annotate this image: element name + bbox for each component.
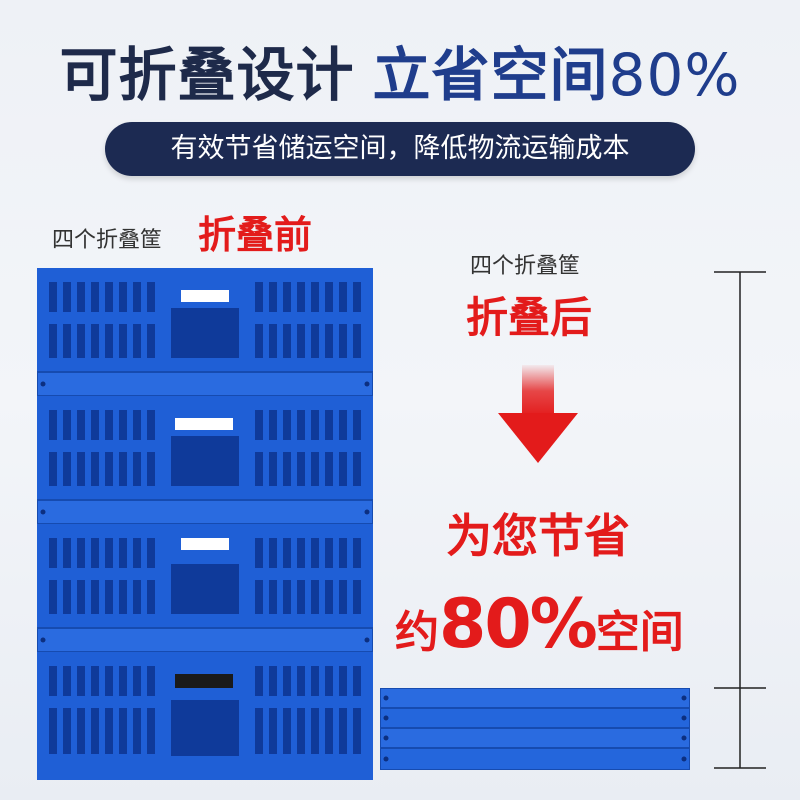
- crate-3: [37, 524, 373, 652]
- down-arrow-icon: [498, 365, 578, 465]
- dimension-bracket-icon: [710, 270, 770, 770]
- before-caption: 四个折叠筐: [52, 228, 163, 253]
- folded-crates: [379, 687, 691, 771]
- saving-line1: 为您节省: [446, 509, 630, 563]
- before-label: 折叠前: [198, 213, 313, 257]
- saving-prefix: 约: [395, 607, 439, 658]
- crate-4: [37, 652, 373, 780]
- after-label: 折叠后: [466, 293, 593, 342]
- saving-suffix: 空间: [595, 607, 684, 658]
- headline-save-space: 立省空间: [372, 41, 609, 109]
- subtitle-banner: 有效节省储运空间，降低物流运输成本: [105, 122, 695, 176]
- headline-foldable-design: 可折叠设计: [59, 41, 355, 109]
- saving-percent: 80%: [439, 585, 598, 664]
- headline: 可折叠设计立省空间80%: [0, 28, 800, 112]
- crate-2: [37, 396, 373, 524]
- saving-line2: 约80%空间: [395, 585, 695, 664]
- crate-stack: [37, 268, 373, 780]
- after-caption: 四个折叠筐: [470, 254, 581, 279]
- headline-percent: 80%: [608, 41, 741, 109]
- crate-1: [37, 268, 373, 396]
